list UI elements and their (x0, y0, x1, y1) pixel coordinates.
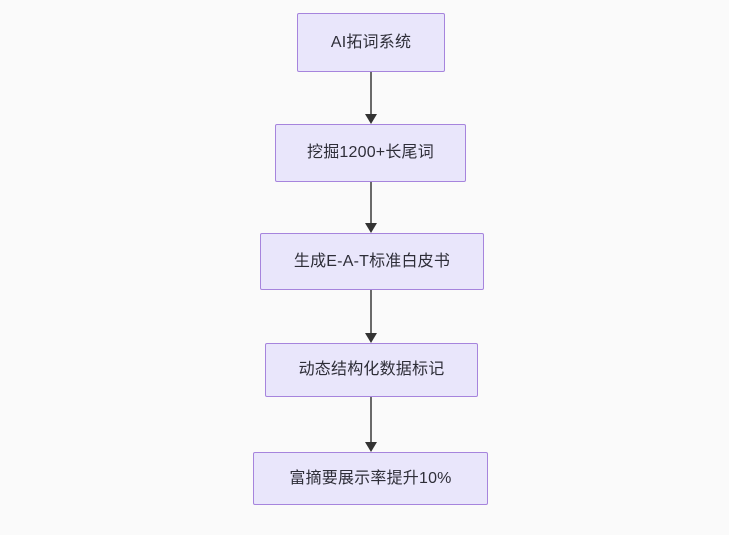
flowchart-node-4[interactable]: 动态结构化数据标记 (265, 343, 478, 397)
arrow-head-icon (365, 442, 377, 452)
flowchart-node-3[interactable]: 生成E-A-T标准白皮书 (260, 233, 484, 290)
flowchart-node-3-label: 生成E-A-T标准白皮书 (293, 252, 451, 270)
edge-4-line (370, 397, 372, 443)
flowchart-node-4-label: 动态结构化数据标记 (298, 361, 445, 379)
flowchart-node-5[interactable]: 富摘要展示率提升10% (253, 452, 488, 505)
edge-1-line (370, 72, 372, 115)
flowchart-node-5-label: 富摘要展示率提升10% (289, 469, 452, 487)
flowchart-node-1-label: AI拓词系统 (330, 33, 412, 51)
edge-3-line (370, 290, 372, 334)
arrow-head-icon (365, 333, 377, 343)
flowchart-node-2[interactable]: 挖掘1200+长尾词 (275, 124, 466, 182)
arrow-head-icon (365, 223, 377, 233)
flowchart-node-1[interactable]: AI拓词系统 (297, 13, 445, 72)
flowchart-node-2-label: 挖掘1200+长尾词 (307, 144, 434, 162)
arrow-head-icon (365, 114, 377, 124)
edge-2-line (370, 182, 372, 224)
